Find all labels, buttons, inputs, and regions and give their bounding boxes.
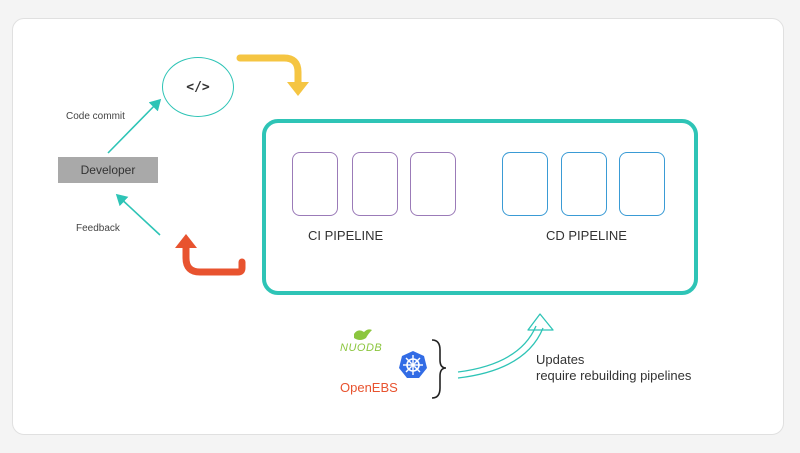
updates-note: Updates require rebuilding pipelines	[536, 352, 691, 384]
ci-stage-2	[352, 152, 398, 216]
nuodb-bird-icon	[354, 329, 372, 340]
nuodb-logo-text: NUODB	[340, 342, 383, 354]
ci-stage-3	[410, 152, 456, 216]
code-icon: </>	[186, 79, 210, 95]
developer-label: Developer	[80, 163, 136, 177]
updates-line-2: require rebuilding pipelines	[536, 368, 692, 383]
cd-stage-1	[502, 152, 548, 216]
updates-line-1: Updates	[536, 352, 585, 367]
cd-stage-3	[619, 152, 665, 216]
feedback-arrow	[115, 193, 161, 236]
ci-pipeline-label: CI PIPELINE	[308, 228, 384, 243]
kubernetes-icon	[399, 351, 427, 378]
code-node: </>	[162, 57, 234, 117]
pipeline-container	[262, 119, 698, 295]
code-commit-label: Code commit	[66, 111, 125, 122]
update-arrow-icon	[457, 313, 554, 379]
openebs-logo-text: OpenEBS	[340, 380, 398, 395]
developer-box: Developer	[58, 157, 158, 183]
feedback-label: Feedback	[76, 223, 120, 234]
diagram-card	[12, 18, 784, 435]
cd-stage-2	[561, 152, 607, 216]
cd-pipeline-label: CD PIPELINE	[546, 228, 627, 243]
code-commit-arrow	[107, 98, 162, 154]
brace	[431, 339, 447, 399]
deploy-arrow-icon	[236, 54, 309, 96]
ci-stage-1	[292, 152, 338, 216]
feedback-return-arrow-icon	[175, 234, 246, 276]
